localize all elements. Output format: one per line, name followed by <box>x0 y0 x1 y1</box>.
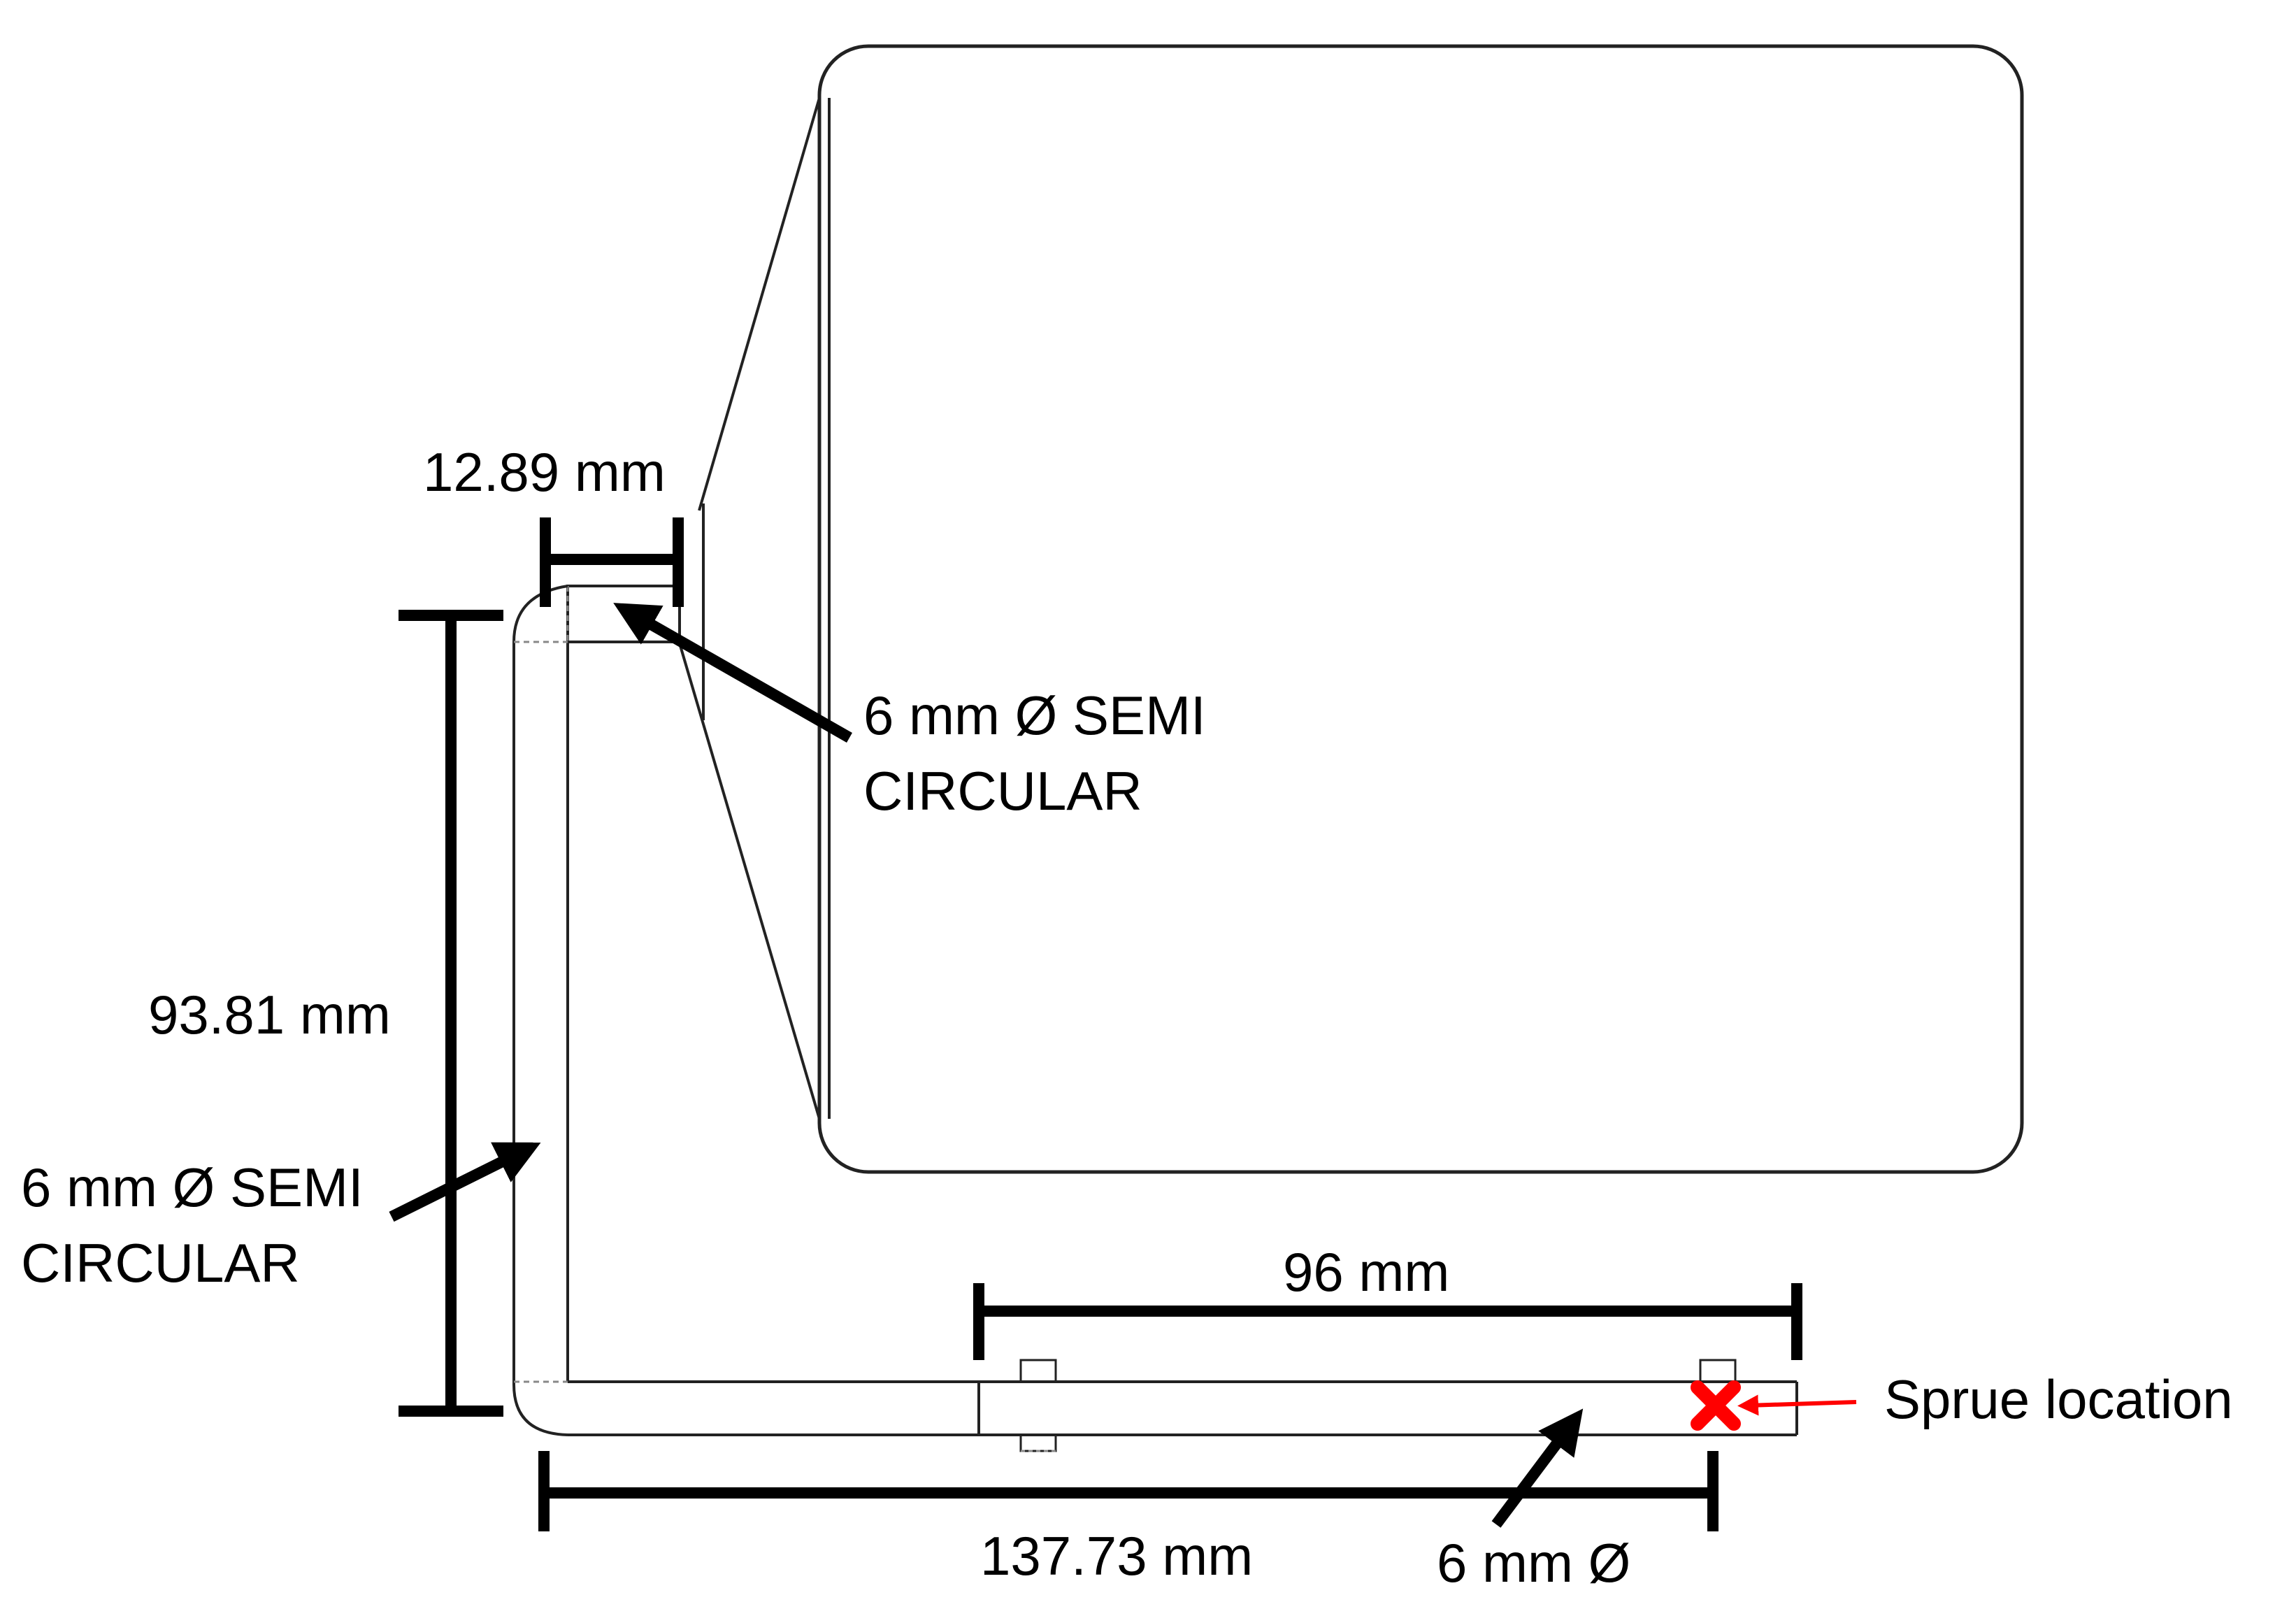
pin-feature-left-top <box>1019 1359 1057 1382</box>
dimension-vertical-runner <box>399 610 503 1417</box>
leader-arrow-bottom-runner <box>1491 1408 1584 1528</box>
fan-gate <box>678 97 821 1120</box>
label-top-runner-line2: CIRCULAR <box>863 760 1142 822</box>
leader-arrow-side-runner <box>389 1142 541 1222</box>
vertical-runner-outer-edge <box>512 585 568 1436</box>
horizontal-runner <box>568 1380 980 1436</box>
pin-feature-left-bottom <box>1019 1435 1057 1452</box>
vertical-runner <box>512 585 569 1436</box>
sprue-location-arrow <box>1737 1394 1857 1416</box>
dimension-gate-width <box>540 517 684 607</box>
label-side-runner-line2: CIRCULAR <box>21 1232 300 1294</box>
label-vertical-runner: 93.81 mm <box>148 984 391 1045</box>
fan-gate-lower-edge <box>678 643 821 1120</box>
pin-feature-right-top <box>1699 1359 1737 1382</box>
fan-gate-upper-edge <box>698 97 821 511</box>
cavity-outline <box>817 44 2024 1174</box>
label-sprue-location: Sprue location <box>1884 1368 2233 1430</box>
label-bottom-runner: 6 mm Ø <box>1437 1532 1630 1594</box>
label-gate-width: 12.89 mm <box>423 441 666 503</box>
mold-cavity <box>817 44 2024 1174</box>
label-top-runner-line1: 6 mm Ø SEMI <box>863 685 1206 746</box>
label-side-runner-line1: 6 mm Ø SEMI <box>21 1157 364 1218</box>
dimension-sprue-runner <box>973 1283 1802 1360</box>
label-horizontal-runner: 137.73 mm <box>980 1525 1253 1587</box>
leader-arrow-top-runner <box>613 603 852 743</box>
sprue-runner <box>979 1359 1798 1452</box>
label-sprue-runner: 96 mm <box>1283 1241 1449 1303</box>
x-cross-icon <box>1691 1380 1741 1431</box>
